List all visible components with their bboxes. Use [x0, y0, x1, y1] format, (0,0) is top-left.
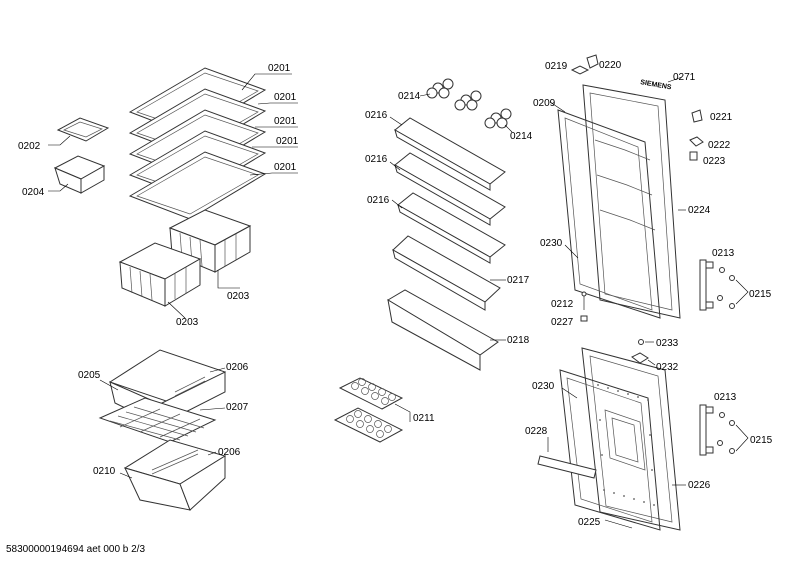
lower-door-dots: [597, 384, 655, 506]
label-0206-b: 0206: [218, 447, 241, 458]
hinge-part-0220: [586, 54, 599, 69]
label-0224: 0224: [688, 205, 711, 216]
freezer-drawer-lower: [123, 439, 227, 511]
label-0209: 0209: [533, 98, 556, 109]
door-handle-upper: [699, 259, 714, 311]
screws-upper: [717, 267, 735, 309]
label-0201-b: 0201: [274, 92, 297, 103]
label-0223: 0223: [703, 156, 726, 167]
washer-0233: [638, 339, 644, 345]
door-balcony-1: [394, 117, 506, 191]
egg-holder-b: [454, 90, 482, 111]
label-0201-c: 0201: [274, 116, 297, 127]
egg-holder-c: [484, 108, 512, 129]
label-0219: 0219: [545, 61, 568, 72]
label-0204: 0204: [22, 187, 45, 198]
label-0202: 0202: [18, 141, 41, 152]
egg-tray-lower: [333, 407, 404, 443]
hinge-cover-0221: [691, 109, 703, 123]
lower-door-gasket: [559, 369, 661, 531]
label-0205: 0205: [78, 370, 101, 381]
upper-door-panel: [582, 84, 681, 319]
label-0212: 0212: [551, 299, 574, 310]
lower-door-liner-window: [604, 409, 646, 471]
label-0207: 0207: [226, 402, 249, 413]
label-0271: 0271: [673, 72, 696, 83]
brand-logo: SIEMENS: [640, 79, 673, 91]
egg-holder-a: [426, 78, 454, 99]
label-0226: 0226: [688, 480, 711, 491]
label-0218: 0218: [507, 335, 530, 346]
label-0214-b: 0214: [510, 131, 533, 142]
label-0230-a: 0230: [540, 238, 563, 249]
label-0217: 0217: [507, 275, 530, 286]
wire-basket-front: [118, 242, 202, 307]
label-0230-b: 0230: [532, 381, 555, 392]
label-0225: 0225: [578, 517, 601, 528]
label-0215-a: 0215: [749, 289, 772, 300]
shelf-leader-lines: [241, 73, 298, 176]
label-0210: 0210: [93, 466, 116, 477]
label-0213-a: 0213: [712, 248, 735, 259]
label-0228: 0228: [525, 426, 548, 437]
door-handle-lower: [699, 404, 714, 456]
door-balcony-4: [392, 235, 501, 311]
label-0233: 0233: [656, 338, 679, 349]
upper-door-gasket: [557, 109, 661, 319]
bracket-0232: [631, 352, 649, 364]
small-box-0204: [53, 155, 106, 194]
label-0216-b: 0216: [365, 154, 388, 165]
label-0215-b: 0215: [750, 435, 773, 446]
cap-0227: [580, 315, 588, 322]
door-balcony-3: [397, 192, 506, 264]
label-0232: 0232: [656, 362, 679, 373]
document-footer: 58300000194694 aet 000 b 2/3: [6, 544, 146, 555]
hinge-part-0219: [570, 65, 590, 75]
label-0201-a: 0201: [268, 63, 291, 74]
screw-0212: [581, 291, 587, 310]
wire-grid-shelf: [98, 397, 217, 443]
label-0216-c: 0216: [367, 195, 390, 206]
wire-basket-rear: [168, 209, 252, 273]
upper-door-ribs: [594, 139, 656, 231]
label-0213-b: 0213: [714, 392, 737, 403]
label-0214-a: 0214: [398, 91, 421, 102]
door-balcony-5: [387, 289, 499, 371]
label-0203-a: 0203: [227, 291, 250, 302]
door-handle-bar-0228: [537, 455, 597, 479]
label-0216-a: 0216: [365, 110, 388, 121]
glass-shelf-stack: [128, 67, 267, 220]
cap-0223: [689, 151, 698, 161]
label-0206-a: 0206: [226, 362, 249, 373]
label-0222: 0222: [708, 140, 731, 151]
label-0227: 0227: [551, 317, 574, 328]
label-0201-d: 0201: [276, 136, 299, 147]
screws-lower: [717, 412, 735, 454]
label-0203-b: 0203: [176, 317, 199, 328]
egg-tray-upper: [338, 377, 404, 410]
spacer-0222: [689, 136, 704, 147]
door-balcony-2: [394, 152, 506, 226]
label-0211: 0211: [413, 413, 435, 424]
label-0220: 0220: [599, 60, 622, 71]
label-0221: 0221: [710, 112, 733, 123]
lower-door-panel: [581, 347, 681, 531]
small-lid-0202: [56, 117, 110, 142]
label-0201-e: 0201: [274, 162, 297, 173]
